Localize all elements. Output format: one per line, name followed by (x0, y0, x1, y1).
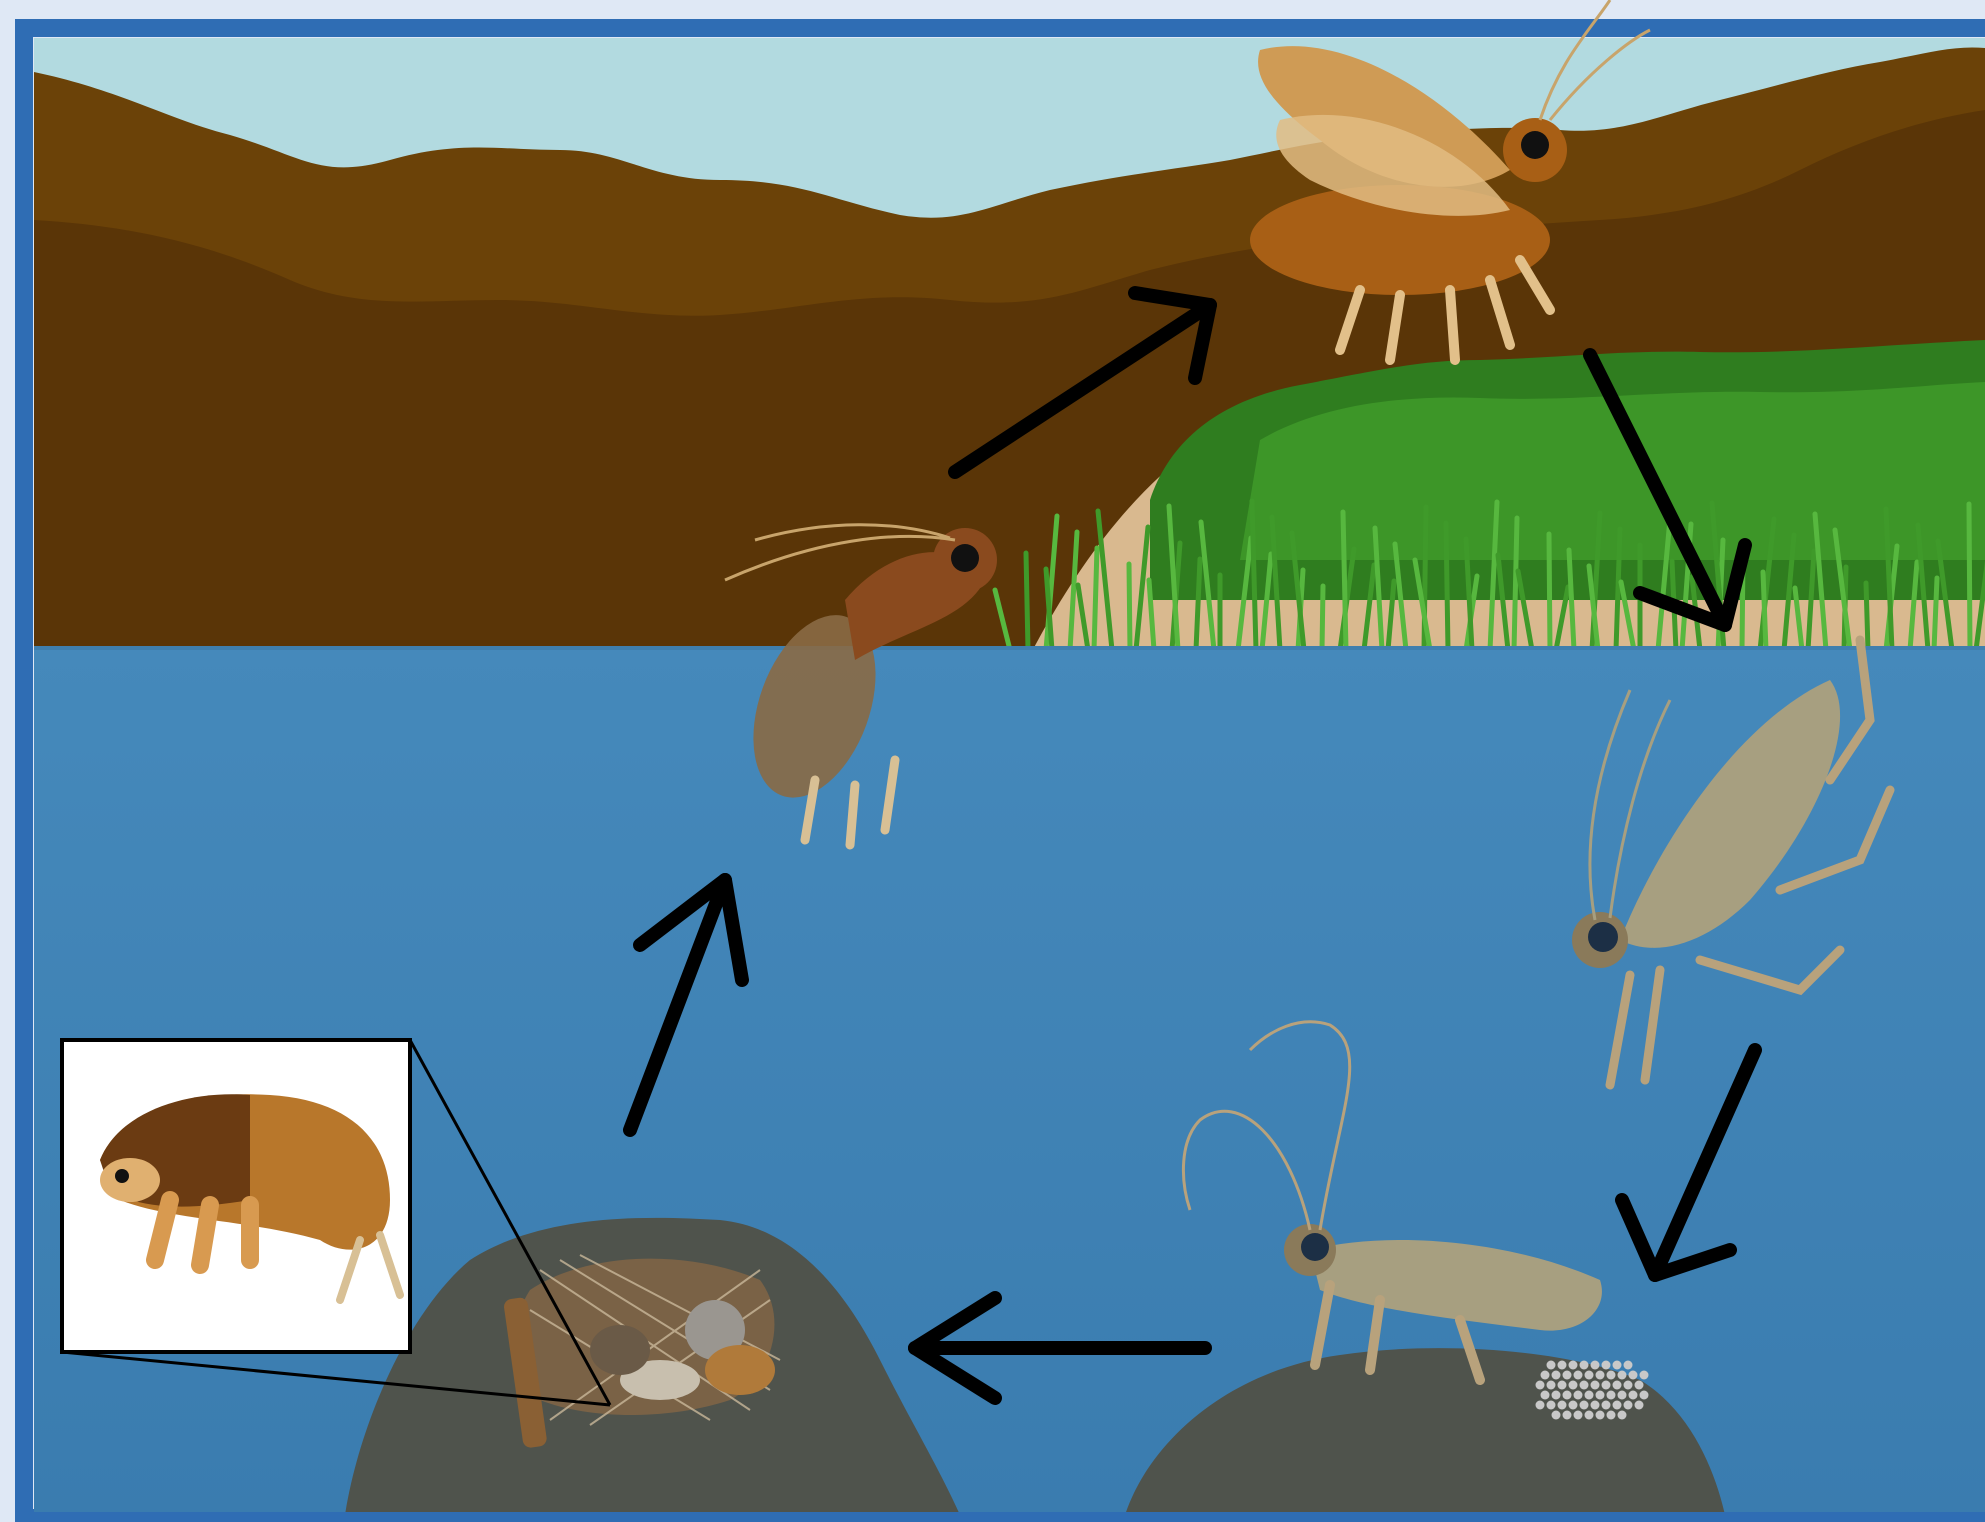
egg (1618, 1411, 1627, 1420)
egg (1596, 1371, 1605, 1380)
egg (1569, 1381, 1578, 1390)
grass-blade (1446, 523, 1448, 650)
egg (1558, 1381, 1567, 1390)
egg (1591, 1361, 1600, 1370)
egg (1629, 1371, 1638, 1380)
egg (1607, 1371, 1616, 1380)
water-surface-line (34, 646, 1985, 650)
egg (1547, 1361, 1556, 1370)
egg (1635, 1401, 1644, 1410)
grass-blade (1514, 518, 1517, 650)
egg (1602, 1381, 1611, 1390)
egg (1552, 1371, 1561, 1380)
grass-blade (1094, 548, 1097, 650)
egg (1569, 1401, 1578, 1410)
grass-blade (1969, 504, 1970, 650)
egg (1580, 1361, 1589, 1370)
egg (1574, 1391, 1583, 1400)
egg (1613, 1401, 1622, 1410)
grass-blade (1322, 586, 1323, 650)
egg (1613, 1361, 1622, 1370)
egg (1574, 1371, 1583, 1380)
egg (1585, 1391, 1594, 1400)
egg (1547, 1381, 1556, 1390)
egg (1541, 1371, 1550, 1380)
egg (1624, 1361, 1633, 1370)
egg (1585, 1411, 1594, 1420)
grass-blade (1343, 512, 1346, 650)
egg (1552, 1411, 1561, 1420)
egg (1569, 1361, 1578, 1370)
egg (1607, 1411, 1616, 1420)
egg (1602, 1361, 1611, 1370)
grass-blade (1934, 578, 1937, 650)
grass-blade (1026, 553, 1028, 650)
egg (1536, 1401, 1545, 1410)
egg (1580, 1401, 1589, 1410)
egg (1563, 1371, 1572, 1380)
egg (1640, 1371, 1649, 1380)
egg (1591, 1381, 1600, 1390)
egg (1624, 1381, 1633, 1390)
grass-blade (1129, 564, 1130, 650)
egg (1613, 1381, 1622, 1390)
egg (1635, 1381, 1644, 1390)
egg (1558, 1361, 1567, 1370)
egg (1563, 1411, 1572, 1420)
grass-blade (1763, 572, 1766, 650)
egg (1574, 1411, 1583, 1420)
egg (1596, 1411, 1605, 1420)
grass-blade (1549, 534, 1550, 650)
egg (1547, 1401, 1556, 1410)
egg (1541, 1391, 1550, 1400)
egg (1536, 1381, 1545, 1390)
egg (1585, 1371, 1594, 1380)
egg (1640, 1391, 1649, 1400)
egg (1558, 1401, 1567, 1410)
egg (1580, 1381, 1589, 1390)
egg (1591, 1401, 1600, 1410)
egg (1602, 1401, 1611, 1410)
egg (1618, 1391, 1627, 1400)
egg (1618, 1371, 1627, 1380)
grass-blade (1866, 583, 1868, 650)
egg (1596, 1391, 1605, 1400)
egg (1552, 1391, 1561, 1400)
egg (1563, 1391, 1572, 1400)
egg (1624, 1401, 1633, 1410)
egg (1607, 1391, 1616, 1400)
egg (1629, 1391, 1638, 1400)
